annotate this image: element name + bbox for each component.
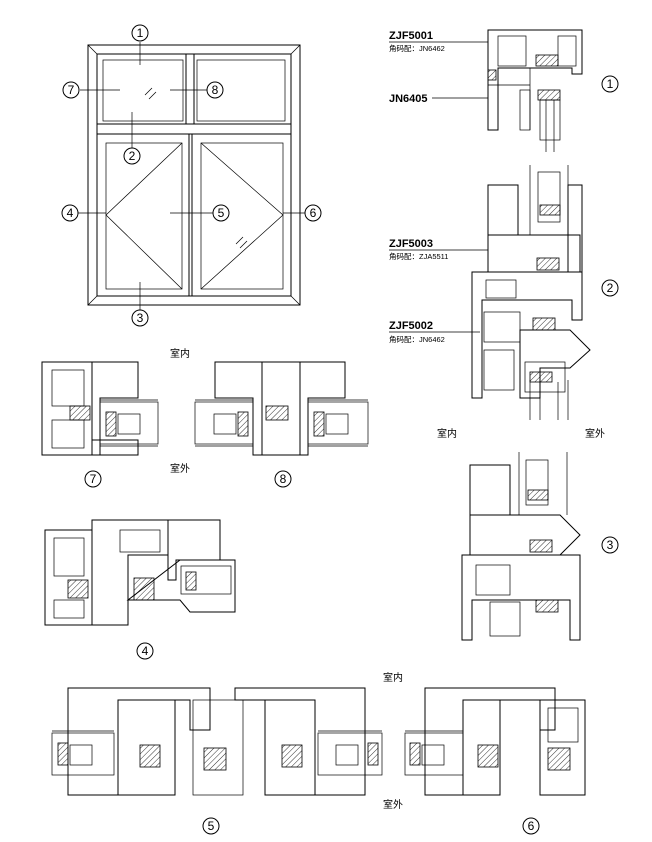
section-2-profile <box>471 165 591 420</box>
callout-4: 4 <box>67 206 74 220</box>
elevation-callouts: 1 7 8 2 4 5 6 3 <box>61 24 322 327</box>
profile-code-jn6405: JN6405 <box>389 93 428 105</box>
callout-8: 8 <box>212 83 219 97</box>
section-number-2: 2 <box>607 281 614 295</box>
profile-code-zjf5002: ZJF5002 <box>389 320 433 332</box>
section-56-labels: 室内 室外 <box>383 671 403 811</box>
label-inside-56: 室内 <box>383 671 403 684</box>
section-78-labels: 室内 室外 <box>170 347 190 475</box>
label-outside: 室外 <box>585 427 605 440</box>
section-number-6: 6 <box>528 819 535 833</box>
section-1-labels: ZJF5001 角码配：JN6462 JN6405 1 <box>389 30 619 105</box>
callout-2: 2 <box>129 149 136 163</box>
callout-5: 5 <box>218 206 225 220</box>
section-number-3: 3 <box>607 538 614 552</box>
section-3-profile: 3 <box>461 452 619 641</box>
corner-code-zjf5001: 角码配：JN6462 <box>389 43 445 53</box>
section-number-8: 8 <box>280 472 287 486</box>
window-elevation <box>78 42 305 310</box>
label-outside-78: 室外 <box>170 462 190 475</box>
profile-code-zjf5003: ZJF5003 <box>389 238 433 250</box>
profile-code-zjf5001: ZJF5001 <box>389 30 433 42</box>
callout-3: 3 <box>137 311 144 325</box>
section-number-1: 1 <box>607 77 614 91</box>
callout-circle <box>131 24 149 42</box>
section-4-profile: 4 <box>44 519 236 660</box>
section-1-profile <box>487 29 583 152</box>
callout-6: 6 <box>310 206 317 220</box>
section-number-4: 4 <box>142 644 149 658</box>
section-8-profile: 8 <box>194 361 369 488</box>
callout-7: 7 <box>68 83 75 97</box>
section-5-profile: 5 <box>51 687 383 835</box>
section-number-7: 7 <box>90 472 97 486</box>
section-number-5: 5 <box>208 819 215 833</box>
corner-code-zjf5003: 角码配：ZJA5511 <box>389 251 448 261</box>
label-outside-56: 室外 <box>383 798 403 811</box>
label-inside-78: 室内 <box>170 347 190 360</box>
label-inside: 室内 <box>437 427 457 440</box>
callout-1: 1 <box>137 26 144 40</box>
section-2-labels: ZJF5003 角码配：ZJA5511 ZJF5002 角码配：JN6462 2… <box>389 238 619 440</box>
corner-code-zjf5002: 角码配：JN6462 <box>389 334 445 344</box>
section-6-profile: 6 <box>404 687 586 835</box>
section-7-profile: 7 <box>41 361 159 488</box>
